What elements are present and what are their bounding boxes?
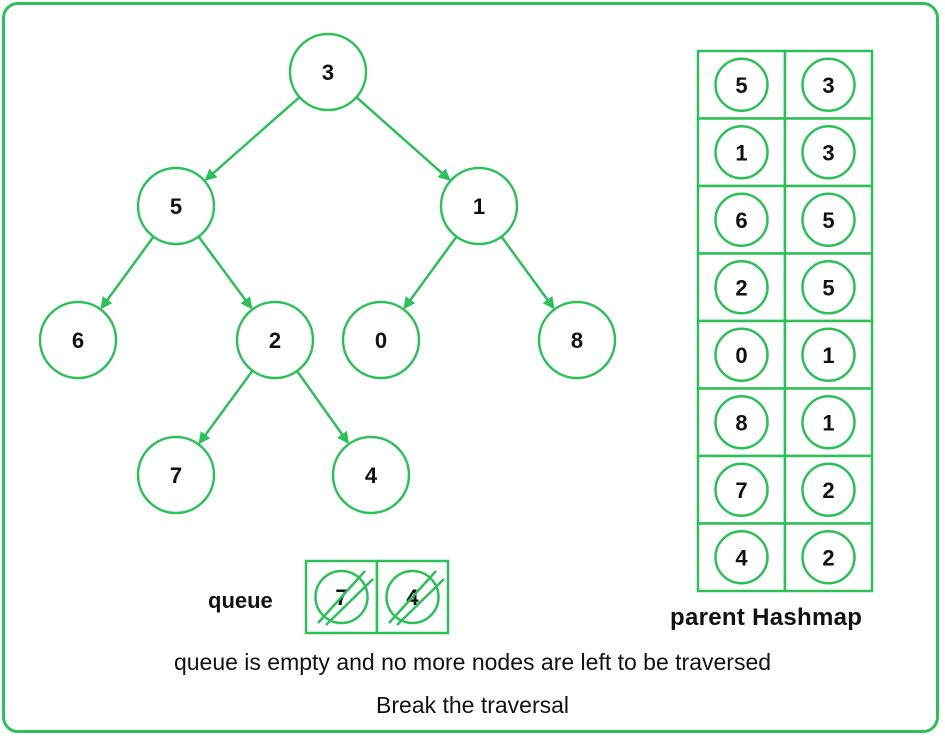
tree-node-3: 3	[288, 32, 368, 112]
tree-edge-2-7	[198, 369, 254, 445]
caption-queue-empty: queue is empty and no more nodes are lef…	[173, 649, 772, 675]
tree-edge-1-8	[500, 235, 555, 310]
tree-node-4: 4	[331, 435, 411, 515]
hashmap-node-circle	[801, 192, 856, 247]
strike-mark	[325, 578, 374, 626]
tree-node-label: 0	[375, 328, 387, 353]
tree-edge-2-4	[296, 370, 349, 445]
hashmap-node-circle	[714, 327, 769, 382]
tree-node-circle	[537, 300, 617, 380]
tree-node-circle	[341, 300, 421, 380]
hashmap-node-circle	[714, 530, 769, 585]
queue-label: queue	[208, 588, 273, 613]
hashmap-node-circle	[801, 57, 856, 112]
tree-edge-3-5	[204, 96, 301, 181]
tree-node-label: 6	[72, 328, 84, 353]
tree-node-circle	[235, 300, 315, 380]
tree-node-label: 3	[322, 60, 334, 85]
tree-node-5: 5	[136, 166, 216, 246]
queue-cell: 7	[304, 559, 379, 635]
hashmap-node-circle	[714, 192, 769, 247]
hashmap-parent-label: 1	[822, 343, 834, 368]
hashmap-node-circle	[714, 57, 769, 112]
hashmap-node-circle	[801, 395, 856, 450]
hashmap-node-circle	[801, 260, 856, 315]
queue-cell: 4	[375, 559, 450, 635]
hashmap-node-circle	[714, 462, 769, 517]
tree-node-1: 1	[439, 166, 519, 246]
tree-node-label: 4	[365, 463, 378, 488]
tree-node-0: 0	[341, 300, 421, 380]
tree-node-circle	[38, 300, 118, 380]
hashmap-key-label: 6	[735, 208, 747, 233]
hashmap-parent-label: 2	[822, 545, 834, 570]
tree-node-label: 8	[571, 328, 583, 353]
tree-edge-5-2	[197, 235, 253, 310]
hashmap-node-circle	[801, 125, 856, 180]
tree-edge-3-1	[355, 96, 451, 181]
hashmap-parent-label: 5	[822, 275, 834, 300]
tree-edge-1-0	[403, 235, 458, 310]
tree-node-6: 6	[38, 300, 118, 380]
tree-node-label: 5	[170, 194, 182, 219]
strike-mark	[317, 570, 366, 624]
hashmap-node-circle	[801, 327, 856, 382]
tree-node-8: 8	[537, 300, 617, 380]
hashmap-node-circle	[801, 530, 856, 585]
hashmap-parent-label: 2	[822, 478, 834, 503]
hashmap-key-label: 1	[735, 140, 747, 165]
hashmap-key-label: 7	[735, 478, 747, 503]
tree-node-label: 7	[170, 463, 182, 488]
parent-hashmap-label: parent Hashmap	[670, 604, 863, 631]
hashmap-node-circle	[714, 395, 769, 450]
hashmap-key-label: 8	[735, 410, 747, 435]
tree-nodes: 3 5 1 6 2 0 8 7 4	[38, 32, 617, 515]
hashmap-parent-label: 5	[822, 208, 834, 233]
hashmap-key-label: 4	[735, 545, 748, 570]
hashmap-key-label: 0	[735, 343, 747, 368]
tree-edge-5-6	[100, 235, 155, 310]
strike-mark	[388, 570, 437, 624]
tree-node-7: 7	[136, 435, 216, 515]
hashmap-node-circle	[714, 260, 769, 315]
tree-node-circle	[439, 166, 519, 246]
tree-node-circle	[288, 32, 368, 112]
hashmap-key-label: 5	[735, 73, 747, 98]
strike-mark	[396, 578, 445, 626]
hashmap-key-label: 2	[735, 275, 747, 300]
tree-node-label: 2	[269, 328, 281, 353]
queue-cells: 74	[304, 559, 450, 635]
hashmap-parent-label: 3	[822, 73, 834, 98]
tree-node-label: 1	[473, 194, 485, 219]
tree-node-circle	[331, 435, 411, 515]
tree-edges	[100, 96, 555, 445]
tree-node-circle	[136, 435, 216, 515]
hashmap-node-circle	[801, 462, 856, 517]
tree-node-2: 2	[235, 300, 315, 380]
hashmap-parent-label: 3	[822, 140, 834, 165]
caption-break-traversal: Break the traversal	[375, 692, 570, 718]
hashmap-node-circle	[714, 125, 769, 180]
hashmap-parent-label: 1	[822, 410, 834, 435]
tree-node-circle	[136, 166, 216, 246]
